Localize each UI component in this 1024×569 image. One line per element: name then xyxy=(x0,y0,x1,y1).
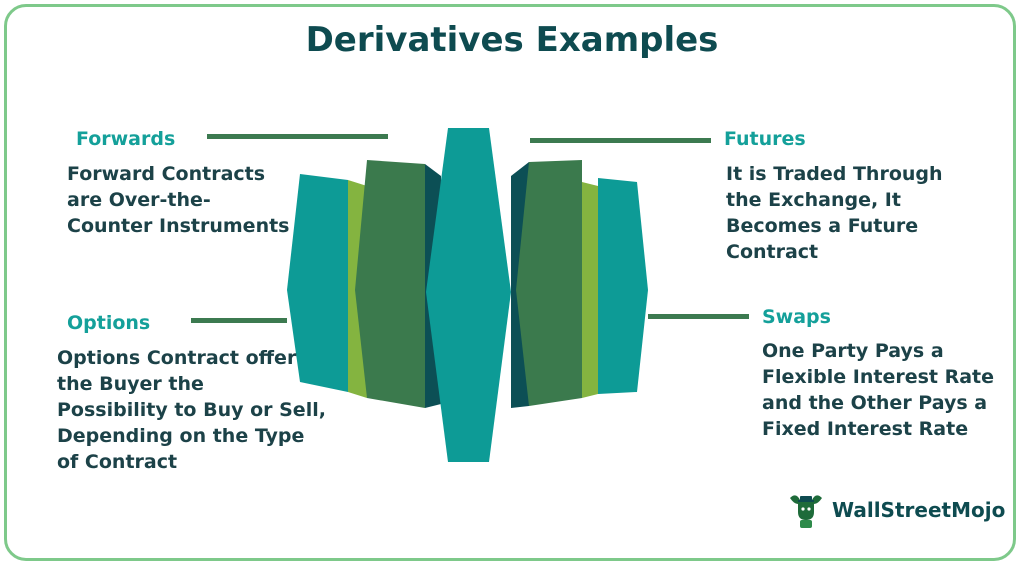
futures-description: It is Traded Through the Exchange, It Be… xyxy=(726,163,943,263)
forwards-heading: Forwards xyxy=(76,128,176,150)
forwards-connector xyxy=(207,134,388,139)
right-light-strip xyxy=(582,182,598,398)
swaps-connector xyxy=(648,314,749,319)
options-connector xyxy=(191,318,287,323)
center-column xyxy=(426,128,511,462)
forwards-description: Forward Contracts are Over-the- Counter … xyxy=(67,163,290,237)
page-title: Derivatives Examples xyxy=(305,20,719,60)
left-dark-block xyxy=(355,160,425,408)
right-dark-block xyxy=(516,160,582,406)
futures-heading: Futures xyxy=(724,128,806,150)
futures-connector xyxy=(530,138,711,143)
options-description: Options Contract offer the Buyer the Pos… xyxy=(57,347,326,473)
swaps-description: One Party Pays a Flexible Interest Rate … xyxy=(762,340,995,440)
bull-mascot-icon xyxy=(790,495,822,528)
right-outer-block xyxy=(598,178,648,394)
swaps-heading: Swaps xyxy=(762,306,831,328)
left-outer-block xyxy=(287,174,348,392)
card-frame xyxy=(4,4,1016,561)
options-heading: Options xyxy=(67,312,151,334)
logo-text: WallStreetMojo xyxy=(832,498,1006,522)
